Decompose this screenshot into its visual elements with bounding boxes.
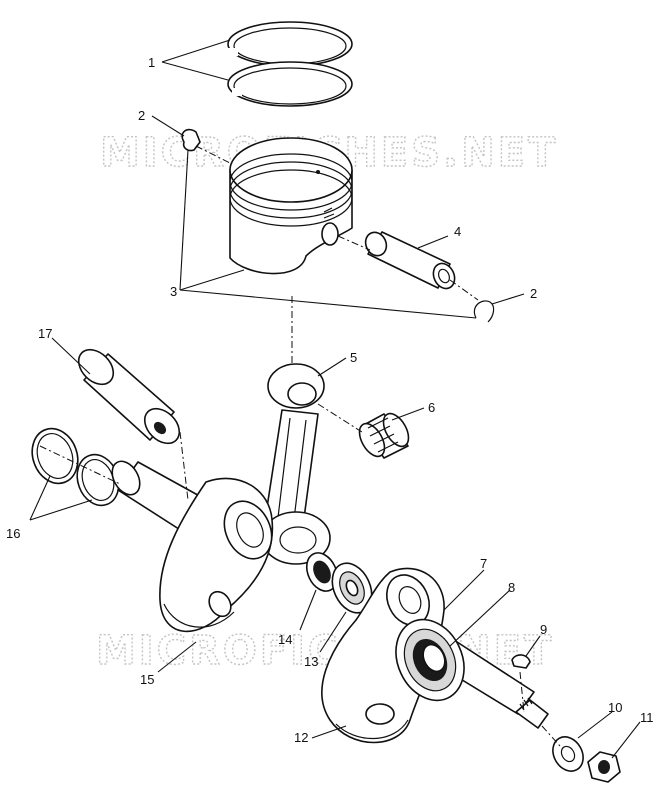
callout-17: 17 [38, 326, 52, 341]
leader-lines [29, 39, 641, 759]
callout-7: 7 [480, 556, 487, 571]
nut [587, 751, 621, 783]
piston-rings [227, 21, 353, 107]
needle-bearing [358, 412, 410, 459]
callout-9: 9 [540, 622, 547, 637]
circlip-left [181, 128, 201, 152]
crank-bearing [331, 562, 373, 614]
main-bearing [395, 618, 465, 702]
woodruff-key [511, 654, 531, 669]
callout-10: 10 [608, 700, 622, 715]
washer [552, 736, 584, 772]
callout-5: 5 [350, 350, 357, 365]
callout-16: 16 [6, 526, 20, 541]
assembly-axis-lines [39, 145, 561, 747]
crank-seal [305, 552, 339, 592]
crank-pin [77, 348, 181, 445]
callout-13: 13 [304, 654, 318, 669]
callout-6: 6 [428, 400, 435, 415]
callout-11: 11 [640, 710, 654, 725]
shim-washers [31, 427, 120, 507]
callout-1: 1 [148, 55, 155, 70]
callout-15: 15 [140, 672, 154, 687]
piston-pin [364, 231, 456, 290]
piston [229, 137, 353, 275]
callout-4: 4 [454, 224, 461, 239]
crankshaft-left-half [111, 460, 274, 633]
callout-2-top: 2 [138, 108, 145, 123]
connecting-rod [261, 363, 331, 565]
callout-12: 12 [294, 730, 308, 745]
circlip-right [473, 300, 495, 323]
callout-3: 3 [170, 284, 177, 299]
callout-numbers: 1 2 3 4 2 5 6 17 16 7 8 9 10 11 12 13 14… [6, 55, 654, 745]
callout-8: 8 [508, 580, 515, 595]
callout-14: 14 [278, 632, 292, 647]
callout-2-right: 2 [530, 286, 537, 301]
